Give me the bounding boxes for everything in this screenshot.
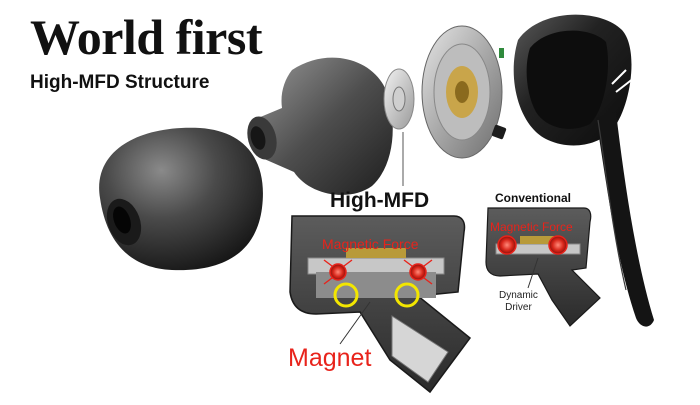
driver-pointer bbox=[527, 257, 539, 289]
xe-logo-icon bbox=[611, 69, 635, 93]
magnet-label: Magnet bbox=[288, 344, 372, 372]
headline: World first bbox=[30, 9, 262, 65]
subheadline: High-MFD Structure bbox=[30, 72, 210, 93]
force-marker-right bbox=[409, 263, 427, 281]
magnet-marker-right bbox=[394, 282, 420, 308]
magnet-marker-left bbox=[333, 282, 359, 308]
dynamic-driver-label: Dynamic Driver bbox=[499, 290, 538, 314]
high-mfd-title: High-MFD bbox=[330, 189, 430, 212]
conventional-cutaway bbox=[485, 207, 601, 327]
damper-ring bbox=[383, 68, 415, 130]
ear-tip bbox=[99, 127, 263, 271]
conventional-title: Conventional bbox=[495, 191, 572, 205]
conv-force-marker-left bbox=[497, 235, 517, 255]
screw-part bbox=[491, 124, 507, 140]
dynamic-driver-label-line1: Dynamic bbox=[499, 290, 538, 301]
magnet-pointer bbox=[339, 301, 371, 345]
conv-force-marker-right bbox=[548, 235, 568, 255]
force-arrows bbox=[323, 259, 433, 285]
front-housing bbox=[247, 57, 393, 195]
dynamic-driver-label-line2: Driver bbox=[505, 302, 532, 313]
rear-shell bbox=[513, 14, 654, 327]
high-mfd-cutaway bbox=[289, 215, 472, 394]
driver-unit bbox=[421, 25, 504, 159]
conventional-force-label: Magnetic Force bbox=[490, 220, 573, 234]
force-marker-left bbox=[329, 263, 347, 281]
high-mfd-force-label: Magnetic Force bbox=[322, 236, 419, 252]
